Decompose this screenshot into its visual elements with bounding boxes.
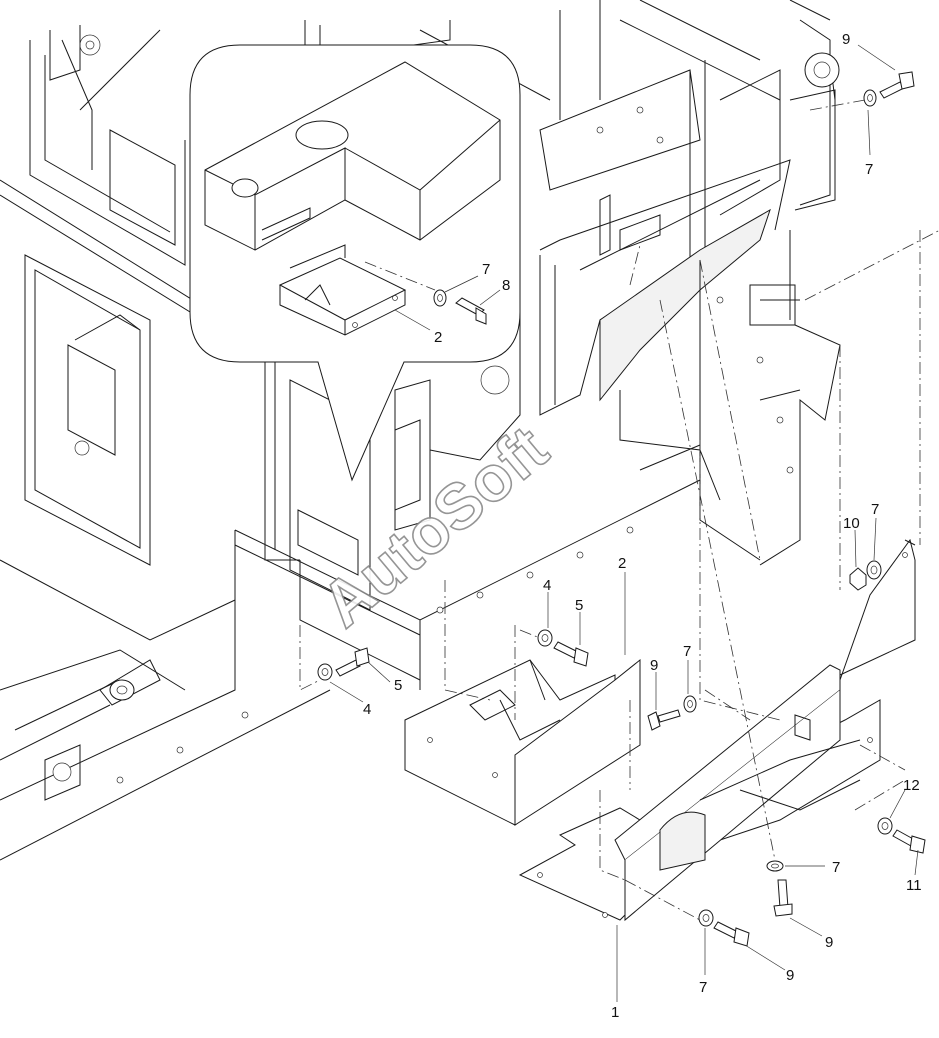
callout-washer-7-bottom: 7 bbox=[699, 979, 707, 996]
detail-inset bbox=[189, 44, 521, 482]
machine-frame bbox=[0, 0, 841, 861]
callout-bracket-2: 2 bbox=[618, 555, 626, 572]
callout-labels: 7 8 2 9 7 2 4 5 5 4 9 7 10 7 12 11 7 9 9… bbox=[363, 31, 922, 1021]
callout-washer-12: 12 bbox=[903, 777, 920, 794]
callout-washer-7-mid: 7 bbox=[683, 643, 691, 660]
callout-washer-7-lower: 7 bbox=[832, 859, 840, 876]
callout-inset-2: 2 bbox=[434, 329, 442, 346]
callout-bolt-5-upper: 5 bbox=[575, 597, 583, 614]
callout-inset-7: 7 bbox=[482, 261, 490, 278]
callout-panel-1: 1 bbox=[611, 1004, 619, 1021]
callout-washer-4-upper: 4 bbox=[543, 577, 551, 594]
callout-bolt-5-lower: 5 bbox=[394, 677, 402, 694]
callout-bolt-9-lower: 9 bbox=[825, 934, 833, 951]
callout-inset-8: 8 bbox=[502, 277, 510, 294]
callout-washer-4-lower: 4 bbox=[363, 701, 371, 718]
panel-part-1 bbox=[518, 538, 916, 922]
assembly-lines bbox=[299, 99, 939, 921]
callout-washer-7-right: 7 bbox=[871, 501, 879, 518]
callout-bolt-9-bottom: 9 bbox=[786, 967, 794, 984]
callout-top-9: 9 bbox=[842, 31, 850, 48]
fasteners bbox=[317, 71, 926, 947]
callout-top-7: 7 bbox=[865, 161, 873, 178]
leader-lines bbox=[329, 44, 919, 1002]
bracket-part-2 bbox=[404, 658, 641, 826]
callout-bolt-11: 11 bbox=[906, 877, 922, 894]
callout-nut-10: 10 bbox=[843, 515, 860, 532]
callout-bolt-9-mid: 9 bbox=[650, 657, 658, 674]
